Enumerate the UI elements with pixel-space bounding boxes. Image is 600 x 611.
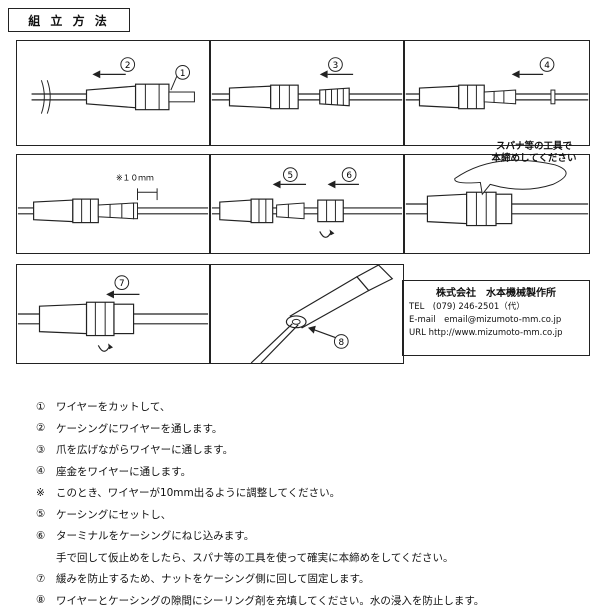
panel-3-drawing: 4: [405, 41, 589, 145]
panel-4-drawing: ※１０ｍｍ: [17, 155, 209, 253]
panel-1-drawing: 1 2: [17, 41, 209, 145]
company-url[interactable]: URL http://www.mizumoto-mm.co.jp: [409, 327, 583, 340]
diagram-panel-7: 7: [16, 264, 210, 364]
diagram-panel-6: スパナ等の工具で 本締めしてください: [404, 154, 590, 254]
panel-6-drawing: [405, 155, 589, 253]
dimension-label: ※１０ｍｍ: [116, 173, 154, 182]
company-info-box: 株式会社 水本機械製作所 TEL (079) 246-2501（代） E-mai…: [402, 280, 590, 356]
label-2: 2: [125, 61, 131, 71]
panel-5-drawing: 5 6: [211, 155, 403, 253]
panel-2-drawing: 3: [211, 41, 403, 145]
company-email[interactable]: E-mail email@mizumoto-mm.co.jp: [409, 314, 583, 327]
company-name: 株式会社 水本機械製作所: [409, 287, 583, 300]
diagram-panel-8: 8: [210, 264, 404, 364]
diagram-panel-4: ※１０ｍｍ: [16, 154, 210, 254]
label-7: 7: [119, 279, 125, 289]
diagram-panel-3: 4: [404, 40, 590, 146]
label-5: 5: [288, 171, 294, 181]
panel-7-drawing: 7: [17, 265, 209, 363]
label-8: 8: [338, 338, 344, 348]
page-title: 組 立 方 法: [8, 8, 130, 32]
diagram-panel-5: 5 6: [210, 154, 404, 254]
diagram-panel-2: 3: [210, 40, 404, 146]
label-3: 3: [333, 61, 339, 71]
label-4: 4: [544, 61, 550, 71]
speech-bubble-callout: スパナ等の工具で 本締めしてください: [479, 141, 589, 165]
instruction-note: ※このとき、ワイヤーが10mm出るように調整してください。: [36, 482, 586, 504]
panel-8-drawing: 8: [211, 265, 403, 363]
instruction-step-6-continued: 手で回して仮止めをしたら、スパナ等の工具を使って確実に本締めをしてください。: [36, 547, 586, 569]
company-tel: TEL (079) 246-2501（代）: [409, 301, 583, 314]
label-1: 1: [180, 69, 186, 79]
callout-text: スパナ等の工具で 本締めしてください: [492, 141, 577, 164]
diagram-panel-1: 1 2: [16, 40, 210, 146]
label-6: 6: [346, 171, 352, 181]
